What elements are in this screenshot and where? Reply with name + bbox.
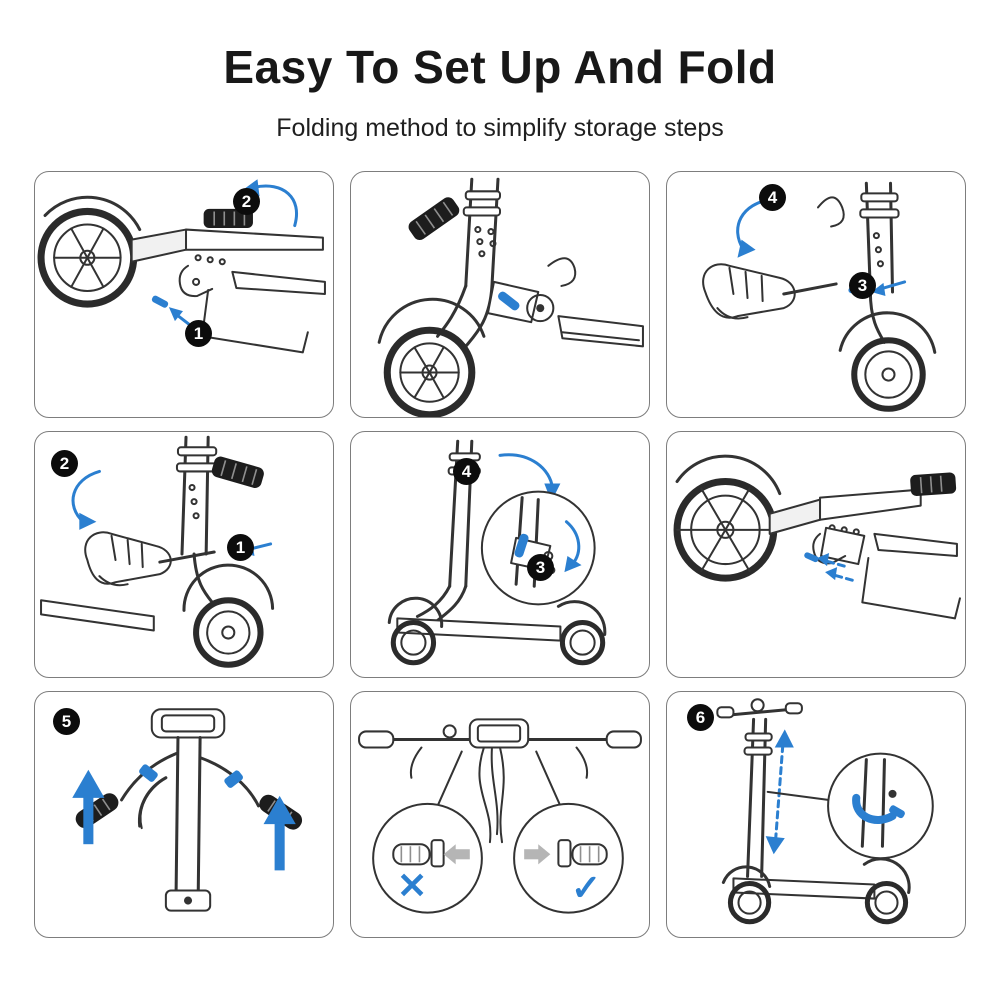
clamp-band-icon [852, 793, 897, 824]
arrow-curved-icon [564, 520, 582, 573]
page-subtitle: Folding method to simplify storage steps [276, 114, 724, 142]
dashed-arrow-icon [825, 567, 854, 582]
up-arrow-icon [263, 795, 296, 871]
handle-grip-icon [910, 472, 957, 497]
dashed-arrow-icon [817, 552, 846, 568]
step-badge: 4 [759, 184, 786, 211]
step-panel-6 [666, 431, 966, 678]
grip-collar-icon [139, 764, 158, 782]
illustration-folded-latch [673, 454, 961, 620]
step-badge: 6 [687, 704, 714, 731]
latch-pin-icon [151, 295, 169, 308]
steps-grid: 2 1 [34, 171, 966, 938]
handle-grip-icon [408, 197, 460, 241]
illustration-raise-handlebars [72, 708, 303, 912]
step-badge: 1 [185, 320, 212, 347]
check-mark-icon: ✓ [571, 867, 602, 908]
illustration-rear-latch [37, 179, 326, 354]
step-panel-1: 2 1 [34, 171, 334, 418]
grip-collar-icon [224, 770, 243, 788]
up-arrow-icon [72, 769, 105, 845]
illustration-fold-stem [387, 439, 607, 666]
step-badge: 3 [849, 272, 876, 299]
magnifier-inset [827, 752, 934, 860]
fold-lever-icon [498, 291, 520, 311]
illustration-pull-lever [702, 181, 937, 412]
step-panel-7: 5 [34, 691, 334, 938]
step-badge: 2 [233, 188, 260, 215]
infographic-header: Easy To Set Up And Fold Folding method t… [0, 0, 1000, 143]
page-title: Easy To Set Up And Fold [223, 41, 777, 93]
step-panel-8: ✕ ✓ [350, 691, 650, 938]
illustration-release-lever [40, 435, 275, 668]
illustration-front-joint [377, 177, 644, 417]
step-badge: 5 [53, 708, 80, 735]
step-panel-3: 4 3 [666, 171, 966, 418]
step-badge: 4 [453, 458, 480, 485]
step-panel-5: 4 3 [350, 431, 650, 678]
step-badge: 1 [227, 534, 254, 561]
clamp-lever-icon [889, 805, 905, 819]
illustration-alignment [358, 718, 642, 914]
step-badge: 2 [51, 450, 78, 477]
step-panel-9: 6 [666, 691, 966, 938]
double-arrow-icon [765, 729, 794, 855]
gray-arrow-icon [524, 844, 551, 865]
step-panel-2 [350, 171, 650, 418]
step-badge: 3 [527, 554, 554, 581]
step-panel-4: 2 1 [34, 431, 334, 678]
fold-lever-icon [514, 533, 529, 558]
latch-pin-icon [804, 552, 819, 563]
gray-arrow-icon [443, 844, 470, 865]
cross-mark-icon: ✕ [397, 865, 428, 906]
handle-grip-icon [211, 456, 264, 488]
rotate-arrow-icon [71, 469, 101, 530]
illustration-lock-clamp [716, 698, 934, 925]
arrow-to-pin-icon [871, 280, 907, 297]
